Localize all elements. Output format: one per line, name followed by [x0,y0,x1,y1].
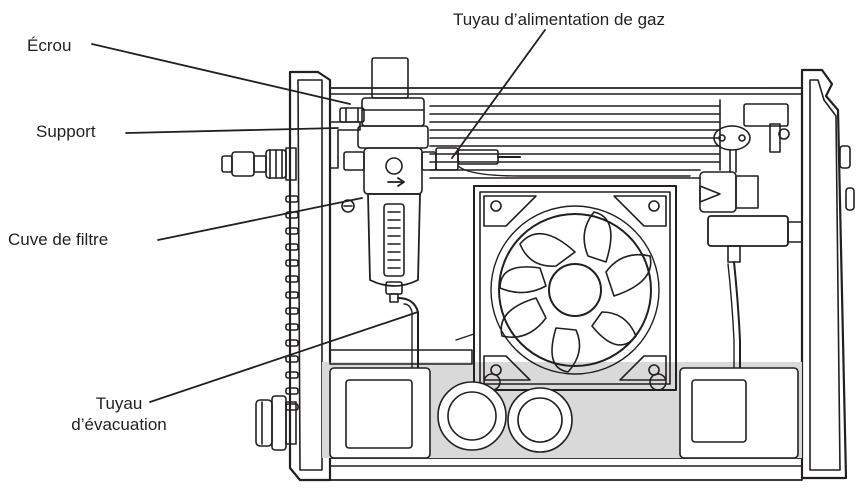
callout-tuyau-evacuation: Tuyau d’évacuation [54,393,184,435]
right-side-controls [839,145,855,211]
top-grille [429,99,790,179]
callout-cuve-de-filtre: Cuve de filtre [8,230,109,249]
callout-evacuation-line2: d’évacuation [71,415,167,434]
left-cooling-fins [285,195,299,411]
callout-leader-lines [91,29,546,403]
callout-tuyau-alimentation-gaz: Tuyau d’alimentation de gaz [453,10,666,29]
gas-supply-tube [457,149,691,177]
cooling-fan-icon [473,185,677,391]
air-inlet-coupler [221,147,297,181]
power-cord-strain-relief [255,395,297,451]
callout-support: Support [36,122,96,141]
base-components [329,333,799,459]
callout-ecrou: Écrou [27,36,72,55]
filter-regulator-assembly [329,57,459,383]
callout-evacuation-line1: Tuyau [95,394,143,413]
